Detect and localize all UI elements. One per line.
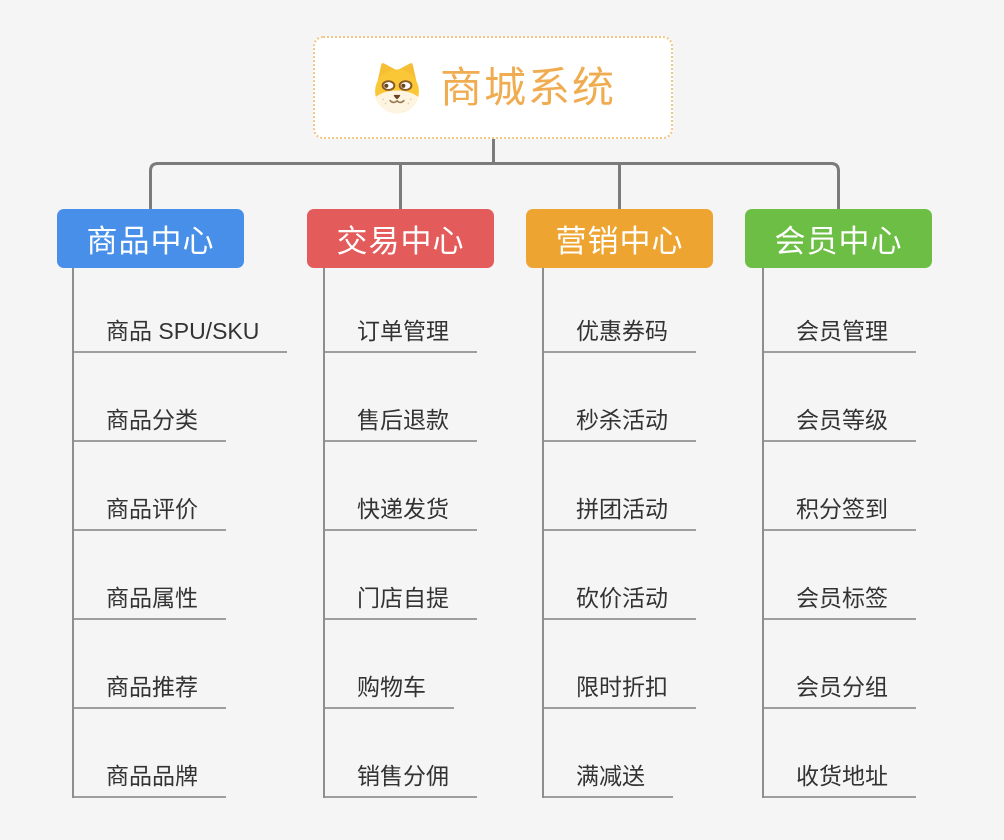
leaf-node[interactable]: 收货地址 <box>764 752 916 798</box>
leaf-label: 拼团活动 <box>576 495 668 522</box>
branch-node-product-center[interactable]: 商品中心 <box>57 209 244 268</box>
leaf-node[interactable]: 会员分组 <box>764 663 916 709</box>
branch-children-column-member: 会员管理 会员等级 积分签到 会员标签 会员分组 收货地址 <box>762 268 1002 798</box>
leaf-label: 满减送 <box>576 762 645 789</box>
leaf-node[interactable]: 购物车 <box>325 663 454 709</box>
branch-label: 交易中心 <box>336 224 465 259</box>
leaf-node[interactable]: 积分签到 <box>764 485 916 531</box>
leaf-label: 售后退款 <box>357 406 449 433</box>
leaf-label: 商品评价 <box>106 495 198 522</box>
leaf-node[interactable]: 满减送 <box>544 752 673 798</box>
leaf-node[interactable]: 门店自提 <box>325 574 477 620</box>
leaf-label: 秒杀活动 <box>576 406 668 433</box>
branch-label: 营销中心 <box>555 224 684 259</box>
leaf-node[interactable]: 商品推荐 <box>74 663 226 709</box>
leaf-node[interactable]: 会员管理 <box>764 307 916 353</box>
leaf-node[interactable]: 会员等级 <box>764 396 916 442</box>
leaf-label: 门店自提 <box>357 584 449 611</box>
leaf-node[interactable]: 砍价活动 <box>544 574 696 620</box>
leaf-node[interactable]: 商品 SPU/SKU <box>74 307 288 353</box>
leaf-node[interactable]: 优惠券码 <box>544 307 696 353</box>
leaf-node[interactable]: 销售分佣 <box>325 752 477 798</box>
leaf-node[interactable]: 商品评价 <box>74 485 226 531</box>
leaf-label: 商品分类 <box>106 406 198 433</box>
leaf-label: 商品推荐 <box>106 673 198 700</box>
root-title: 商城系统 <box>439 63 616 111</box>
leaf-label: 限时折扣 <box>576 673 668 700</box>
branch-label: 商品中心 <box>86 224 215 259</box>
leaf-label: 会员管理 <box>796 317 888 344</box>
branch-node-member-center[interactable]: 会员中心 <box>745 209 932 268</box>
leaf-label: 会员标签 <box>796 584 888 611</box>
leaf-label: 商品品牌 <box>106 762 198 789</box>
branch-children-column-trade: 订单管理 售后退款 快递发货 门店自提 购物车 销售分佣 <box>323 268 563 798</box>
leaf-node[interactable]: 会员标签 <box>764 574 916 620</box>
branch-node-marketing-center[interactable]: 营销中心 <box>526 209 713 268</box>
leaf-node[interactable]: 商品品牌 <box>74 752 226 798</box>
branch-children-column-marketing: 优惠券码 秒杀活动 拼团活动 砍价活动 限时折扣 满减送 <box>542 268 782 798</box>
leaf-label: 商品 SPU/SKU <box>106 317 260 344</box>
doge-icon <box>375 62 419 113</box>
leaf-node[interactable]: 售后退款 <box>325 396 477 442</box>
leaf-label: 订单管理 <box>357 317 449 344</box>
leaf-label: 销售分佣 <box>357 762 449 789</box>
leaf-node[interactable]: 拼团活动 <box>544 485 696 531</box>
leaf-label: 购物车 <box>357 673 426 700</box>
leaf-label: 砍价活动 <box>576 584 668 611</box>
leaf-label: 收货地址 <box>796 762 888 789</box>
leaf-label: 快递发货 <box>357 495 449 522</box>
leaf-node[interactable]: 限时折扣 <box>544 663 696 709</box>
branch-label: 会员中心 <box>774 224 903 259</box>
leaf-node[interactable]: 快递发货 <box>325 485 477 531</box>
root-node[interactable]: 商城系统 <box>313 36 673 139</box>
leaf-label: 会员等级 <box>796 406 888 433</box>
branch-children-column-product: 商品 SPU/SKU 商品分类 商品评价 商品属性 商品推荐 商品品牌 <box>72 268 312 798</box>
leaf-label: 会员分组 <box>796 673 888 700</box>
leaf-node[interactable]: 商品分类 <box>74 396 226 442</box>
leaf-label: 商品属性 <box>106 584 198 611</box>
leaf-label: 优惠券码 <box>576 317 668 344</box>
branch-node-trade-center[interactable]: 交易中心 <box>307 209 494 268</box>
leaf-node[interactable]: 订单管理 <box>325 307 477 353</box>
leaf-node[interactable]: 秒杀活动 <box>544 396 696 442</box>
leaf-label: 积分签到 <box>796 495 888 522</box>
leaf-node[interactable]: 商品属性 <box>74 574 226 620</box>
